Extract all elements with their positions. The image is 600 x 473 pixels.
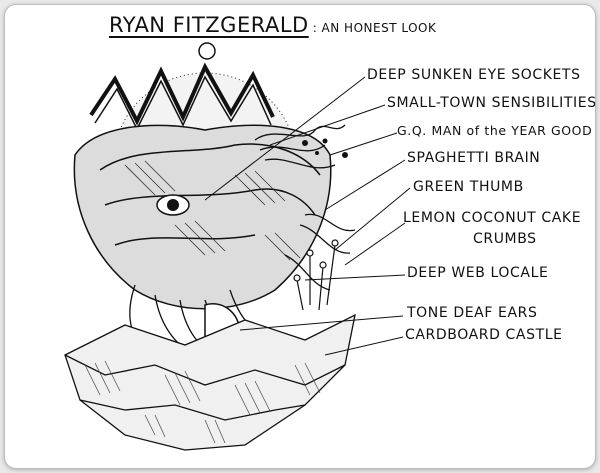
spaghetti-tendrils — [254, 124, 356, 291]
label-eye-sockets: DEEP SUNKEN EYE SOCKETS — [367, 67, 581, 83]
label-small-town: SMALL-TOWN SENSIBILITIES — [387, 95, 596, 111]
leader-lines — [204, 76, 411, 356]
eye-socket — [156, 194, 190, 216]
head-mass — [73, 124, 332, 310]
illustration-card: RYAN FITZGERALD: AN HONEST LOOK DEEP SUN… — [4, 4, 596, 469]
label-crumbs: CRUMBS — [473, 231, 537, 247]
ink-illustration — [64, 42, 411, 451]
label-spaghetti-brain: SPAGHETTI BRAIN — [407, 150, 541, 166]
title-subtitle: : AN HONEST LOOK — [312, 21, 437, 35]
plant-stalks — [293, 239, 339, 311]
castle-hatching — [84, 360, 321, 444]
label-tone-deaf: TONE DEAF EARS — [407, 305, 538, 321]
label-cardboard-castle: CARDBOARD CASTLE — [405, 327, 563, 343]
cake-crumbs — [302, 138, 348, 158]
label-gq-looks: G.Q. MAN of the YEAR GOOD LOOKS — [397, 123, 595, 138]
label-green-thumb: GREEN THUMB — [413, 179, 524, 195]
crown-zigzag — [89, 62, 275, 131]
head-hatching — [124, 160, 301, 261]
label-deep-web: DEEP WEB LOCALE — [407, 265, 549, 281]
title-main: RYAN FITZGERALD — [109, 13, 309, 37]
label-lemon-coconut-cake: LEMON COCONUT CAKE — [403, 210, 582, 226]
cardboard-castle — [64, 313, 356, 451]
page-title: RYAN FITZGERALD: AN HONEST LOOK — [109, 13, 436, 37]
